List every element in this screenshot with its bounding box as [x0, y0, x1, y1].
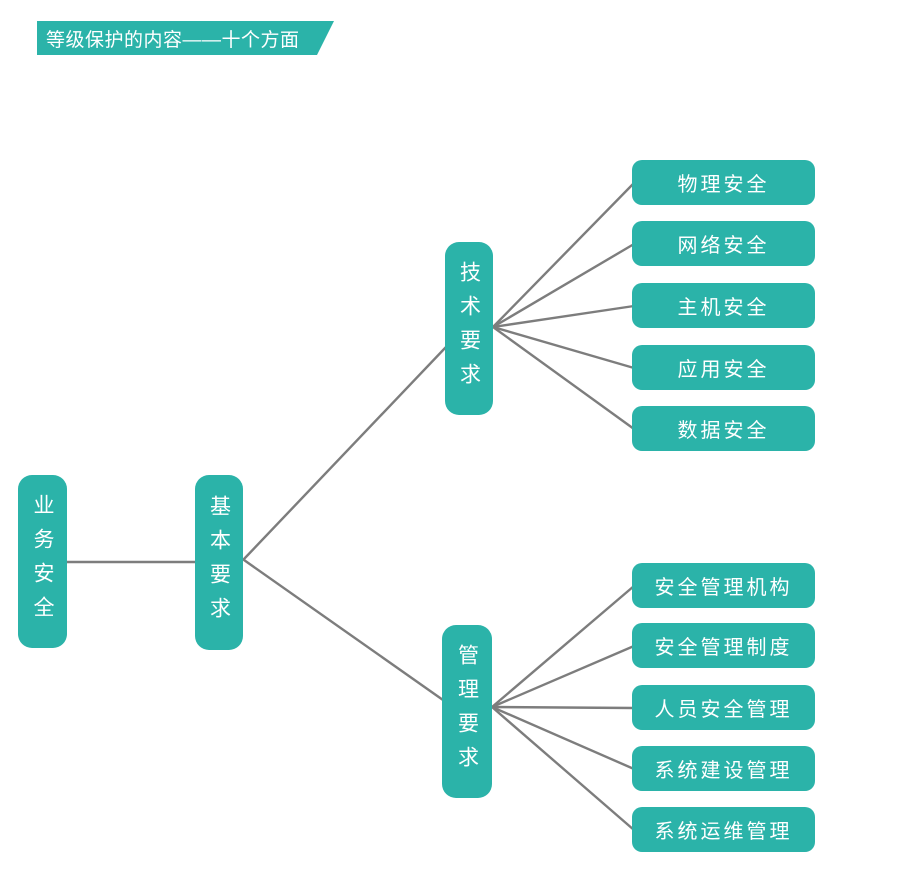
leaf-network-security: 网络安全 — [632, 221, 815, 266]
leaf-label: 网络安全 — [677, 235, 770, 257]
link-mgmt-leaf-1 — [490, 584, 636, 709]
node-basic-requirements: 基本要求 — [195, 475, 243, 650]
leaf-physical-security: 物理安全 — [632, 160, 815, 205]
node-label: 业务安全 — [31, 493, 54, 630]
leaf-label: 物理安全 — [677, 174, 770, 196]
node-business-security: 业务安全 — [18, 475, 67, 648]
leaf-label: 数据安全 — [677, 420, 770, 442]
leaf-label: 人员安全管理 — [654, 699, 793, 721]
leaf-label: 系统运维管理 — [654, 821, 793, 843]
link-tech-leaf-5 — [491, 325, 636, 431]
page-title: 等级保护的内容——十个方面 — [46, 29, 300, 51]
leaf-label: 安全管理机构 — [654, 577, 793, 599]
leaf-personnel-security-management: 人员安全管理 — [632, 685, 815, 730]
link-mgmt-leaf-3 — [490, 705, 636, 710]
link-mgmt-leaf-4 — [490, 705, 636, 771]
link-mgmt-leaf-2 — [490, 644, 636, 709]
leaf-label: 主机安全 — [677, 297, 770, 319]
leaf-system-operation-maintenance-management: 系统运维管理 — [632, 807, 815, 852]
link-tech-leaf-3 — [491, 304, 636, 329]
link-mgmt-leaf-5 — [490, 705, 636, 832]
leaf-system-construction-management: 系统建设管理 — [632, 746, 815, 791]
title-banner: 等级保护的内容——十个方面 — [37, 21, 334, 55]
leaf-label: 应用安全 — [677, 359, 770, 381]
node-label: 基本要求 — [207, 494, 231, 631]
leaf-label: 安全管理制度 — [654, 637, 793, 659]
link-tech-leaf-1 — [491, 181, 636, 329]
leaf-security-management-system: 安全管理制度 — [632, 623, 815, 668]
leaf-label: 系统建设管理 — [654, 760, 793, 782]
node-management-requirements: 管理要求 — [442, 625, 492, 798]
link-tech-leaf-4 — [491, 325, 636, 370]
leaf-security-management-organization: 安全管理机构 — [632, 563, 815, 608]
link-base-mgmt — [242, 558, 445, 702]
leaf-application-security: 应用安全 — [632, 345, 815, 390]
leaf-data-security: 数据安全 — [632, 406, 815, 451]
leaf-host-security: 主机安全 — [632, 283, 815, 328]
node-label: 管理要求 — [455, 643, 479, 780]
link-base-tech — [242, 345, 448, 561]
node-label: 技术要求 — [457, 260, 481, 397]
link-tech-leaf-2 — [491, 242, 636, 329]
node-technical-requirements: 技术要求 — [445, 242, 493, 415]
